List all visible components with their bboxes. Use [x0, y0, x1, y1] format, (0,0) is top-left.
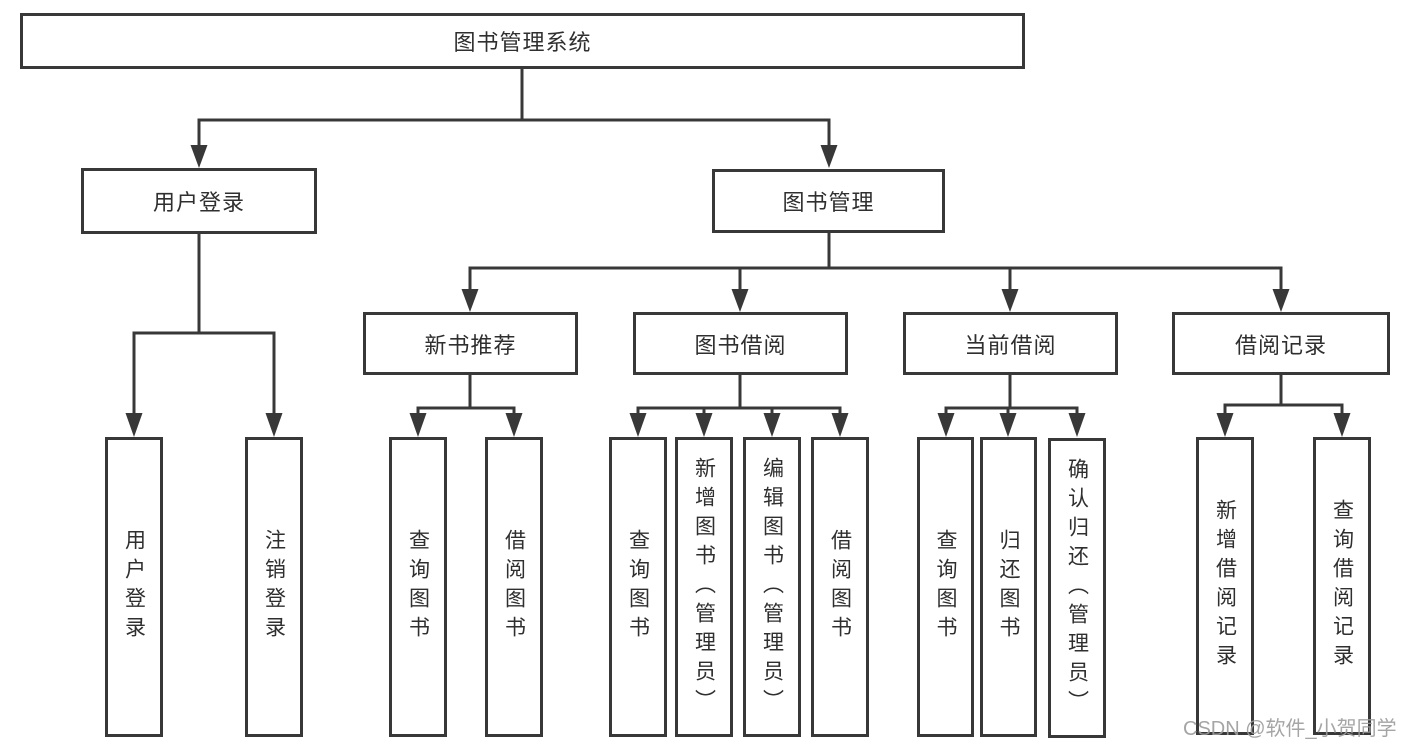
leaf-current-query-book: 查询图书	[917, 437, 974, 737]
leaf-recommend-borrow-book: 借阅图书	[485, 437, 543, 737]
node-borrow-records: 借阅记录	[1172, 312, 1390, 375]
leaf-recommend-borrow-book-label: 借阅图书	[502, 529, 526, 645]
leaf-borrow-add-book-admin: 新增图书（管理员）	[675, 437, 733, 737]
leaf-logout-login: 注销登录	[245, 437, 303, 737]
leaf-records-query-record: 查询借阅记录	[1313, 437, 1371, 735]
leaf-borrow-borrow-book: 借阅图书	[811, 437, 869, 737]
leaf-current-confirm-return-admin: 确认归还（管理员）	[1048, 438, 1106, 738]
node-user-login: 用户登录	[81, 168, 317, 234]
leaf-borrow-edit-book-admin-label: 编辑图书（管理员）	[760, 456, 784, 718]
node-root-system: 图书管理系统	[20, 13, 1025, 69]
node-new-book-recommend-label: 新书推荐	[424, 332, 517, 358]
leaf-borrow-borrow-book-label: 借阅图书	[828, 529, 852, 645]
csdn-watermark: CSDN @软件_小贺同学	[1183, 718, 1397, 740]
node-book-management-label: 图书管理	[782, 190, 875, 215]
leaf-logout-login-label: 注销登录	[262, 529, 286, 645]
leaf-current-return-book: 归还图书	[980, 437, 1037, 737]
leaf-recommend-query-book: 查询图书	[389, 437, 447, 737]
leaf-borrow-query-book-label: 查询图书	[626, 529, 650, 645]
node-book-borrow-label: 图书借阅	[694, 332, 787, 358]
node-user-login-label: 用户登录	[152, 190, 245, 215]
node-book-management: 图书管理	[712, 169, 945, 233]
leaf-user-login: 用户登录	[105, 437, 163, 737]
leaf-records-query-record-label: 查询借阅记录	[1330, 499, 1354, 673]
node-root-system-label: 图书管理系统	[453, 30, 592, 55]
node-borrow-records-label: 借阅记录	[1234, 332, 1327, 358]
leaf-recommend-query-book-label: 查询图书	[406, 529, 430, 645]
node-current-borrow: 当前借阅	[903, 312, 1118, 375]
node-book-borrow: 图书借阅	[633, 312, 848, 375]
leaf-records-add-record: 新增借阅记录	[1196, 437, 1254, 735]
leaf-current-query-book-label: 查询图书	[934, 529, 957, 645]
node-new-book-recommend: 新书推荐	[363, 312, 578, 375]
leaf-current-return-book-label: 归还图书	[997, 529, 1020, 645]
leaf-borrow-edit-book-admin: 编辑图书（管理员）	[743, 437, 801, 737]
leaf-user-login-label: 用户登录	[122, 529, 146, 645]
node-current-borrow-label: 当前借阅	[964, 332, 1057, 358]
leaf-borrow-add-book-admin-label: 新增图书（管理员）	[692, 456, 716, 718]
leaf-records-add-record-label: 新增借阅记录	[1213, 499, 1237, 673]
leaf-current-confirm-return-admin-label: 确认归还（管理员）	[1065, 457, 1089, 719]
leaf-borrow-query-book: 查询图书	[609, 437, 667, 737]
